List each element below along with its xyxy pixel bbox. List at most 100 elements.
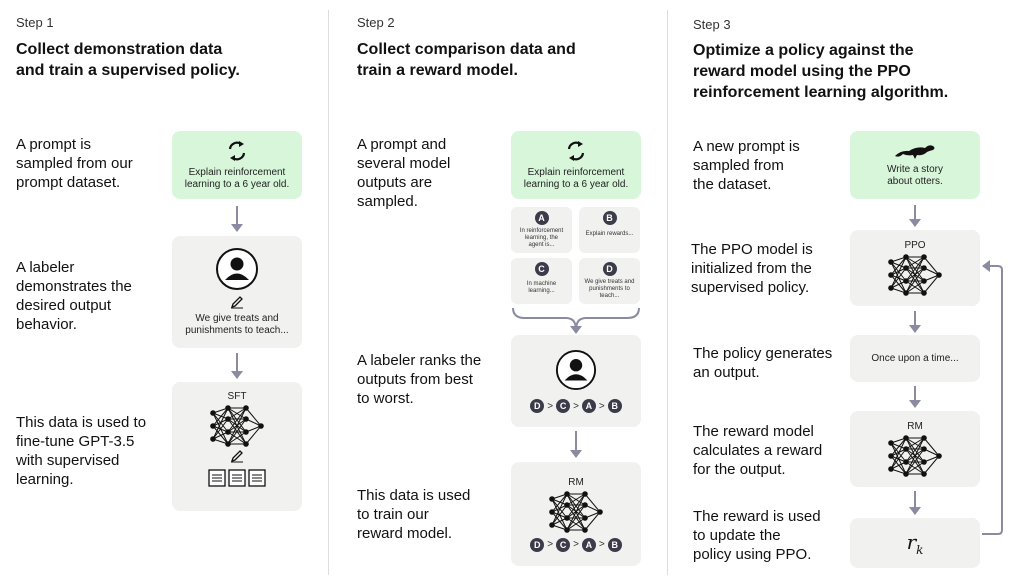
pencil-icon [230, 295, 244, 309]
network-icon [886, 435, 944, 477]
output-text: Once upon a time... [871, 352, 959, 364]
desc-line: desired output [16, 297, 112, 314]
step1-desc-labeler: A labeler demonstrates the desired outpu… [16, 258, 132, 334]
rank-sep: > [598, 400, 605, 412]
step1-title-line: Collect demonstration data [16, 41, 223, 58]
step3-output-box: Once upon a time... [850, 335, 980, 382]
rank-badge: B [607, 537, 622, 552]
person-icon [215, 247, 259, 291]
desc-line: outputs are [357, 174, 433, 191]
step1-label: Step 1 [16, 15, 54, 30]
rank-badge: A [581, 537, 596, 552]
rank-badge: D [530, 537, 545, 552]
recycle-icon [226, 140, 248, 162]
prompt-text: Explain reinforcement learning to a 6 ye… [524, 167, 629, 191]
desc-line: A labeler ranks the [357, 352, 482, 369]
arrow-down [909, 386, 921, 408]
step3-desc-output: The policy generates an output. [693, 344, 832, 382]
step2-prompt-box: Explain reinforcement learning to a 6 ye… [511, 131, 641, 199]
desc-line: prompt dataset. [16, 174, 121, 191]
output-text: Explain rewards... [586, 231, 634, 238]
rm-label: RM [568, 476, 584, 488]
desc-line: to update the [693, 527, 781, 544]
output-text: In reinforcement learning, the agent is.… [520, 228, 563, 249]
arrow-down [231, 206, 243, 232]
rank-sep: > [547, 539, 554, 550]
output-line: punishments to [589, 286, 630, 292]
document-icon [248, 469, 266, 487]
step3-prompt-box: Write a story about otters. [850, 131, 980, 199]
desc-line: A new prompt is [693, 138, 800, 155]
output-text: In machine learning... [527, 281, 556, 295]
step3-label: Step 3 [693, 17, 731, 32]
arrow-down [909, 311, 921, 333]
desc-line: A labeler [16, 259, 75, 276]
step2-title-line: train a reward model. [357, 62, 518, 79]
network-icon [886, 254, 944, 296]
pencil-icon [230, 449, 244, 463]
output-line: In machine [526, 281, 557, 287]
feedback-loop-arrow [980, 258, 1006, 538]
desc-line: The reward is used [693, 508, 821, 525]
network-icon [547, 490, 605, 533]
ranking-row: D > C > A > B [530, 399, 622, 413]
desc-line: sampled from [693, 157, 784, 174]
desc-line: behavior. [16, 316, 77, 333]
step2-title-line: Collect comparison data and [357, 41, 576, 58]
rank-badge: B [607, 399, 622, 413]
network-icon [208, 405, 266, 447]
output-line: Explain rewards... [585, 231, 634, 237]
prompt-line: Explain reinforcement [188, 166, 286, 178]
step2-labeler-box: D > C > A > B [511, 335, 641, 427]
desc-line: A prompt is [16, 136, 92, 153]
desc-line: calculates a reward [693, 442, 823, 459]
column-divider-1 [328, 10, 329, 575]
desc-line: This data is used [357, 487, 471, 504]
step3-desc-prompt: A new prompt is sampled from the dataset… [693, 137, 800, 194]
reward-subscript: k [916, 542, 924, 557]
arrow-down [909, 491, 921, 515]
demo-line: We give treats and [195, 313, 279, 324]
desc-line: sampled. [357, 193, 418, 210]
desc-line: for the output. [693, 461, 786, 478]
column-divider-2 [667, 10, 668, 575]
output-line: We give treats and [584, 279, 635, 285]
output-card-d: D We give treats and punishments to teac… [579, 258, 640, 304]
rank-badge: C [556, 537, 571, 552]
desc-line: The reward model [693, 423, 814, 440]
step3-title-line: Optimize a policy against the [693, 42, 914, 59]
desc-line: The policy generates [693, 345, 833, 362]
output-card-a: A In reinforcement learning, the agent i… [511, 207, 572, 253]
demo-text: We give treats and punishments to teach.… [185, 313, 288, 337]
document-icon [228, 469, 246, 487]
output-card-c: C In machine learning... [511, 258, 572, 304]
desc-line: supervised policy. [691, 279, 810, 296]
rank-sep: > [573, 400, 579, 412]
desc-line: an output. [693, 364, 760, 381]
desc-line: sampled from our [16, 155, 133, 172]
rank-sep: > [598, 539, 605, 550]
ppo-label: PPO [904, 240, 926, 251]
output-badge: A [534, 211, 549, 225]
step1-desc-finetune: This data is used to fine-tune GPT-3.5 w… [16, 413, 146, 489]
step3-title: Optimize a policy against the reward mod… [693, 40, 948, 103]
step2-label: Step 2 [357, 15, 395, 30]
step1-sft-box: SFT [172, 382, 302, 511]
desc-line: to worst. [357, 390, 414, 407]
rank-sep: > [547, 400, 554, 412]
desc-line: fine-tune GPT-3.5 [16, 433, 135, 450]
step3-title-line: reward model using the PPO [693, 63, 911, 80]
desc-line: This data is used to [16, 414, 147, 431]
desc-line: initialized from the [691, 260, 812, 277]
recycle-icon [565, 140, 587, 162]
reward-symbol: rk [907, 530, 924, 557]
step1-title-line: and train a supervised policy. [16, 62, 240, 79]
output-badge: D [602, 262, 617, 276]
desc-line: to train our [357, 506, 429, 523]
output-badge: B [602, 211, 617, 225]
output-line: In reinforcement [519, 228, 564, 234]
ranking-row: D > C > A > B [530, 537, 622, 552]
step3-reward-box: rk [850, 518, 980, 568]
prompt-text: Explain reinforcement learning to a 6 ye… [185, 167, 290, 191]
prompt-line: about otters. [887, 176, 943, 187]
